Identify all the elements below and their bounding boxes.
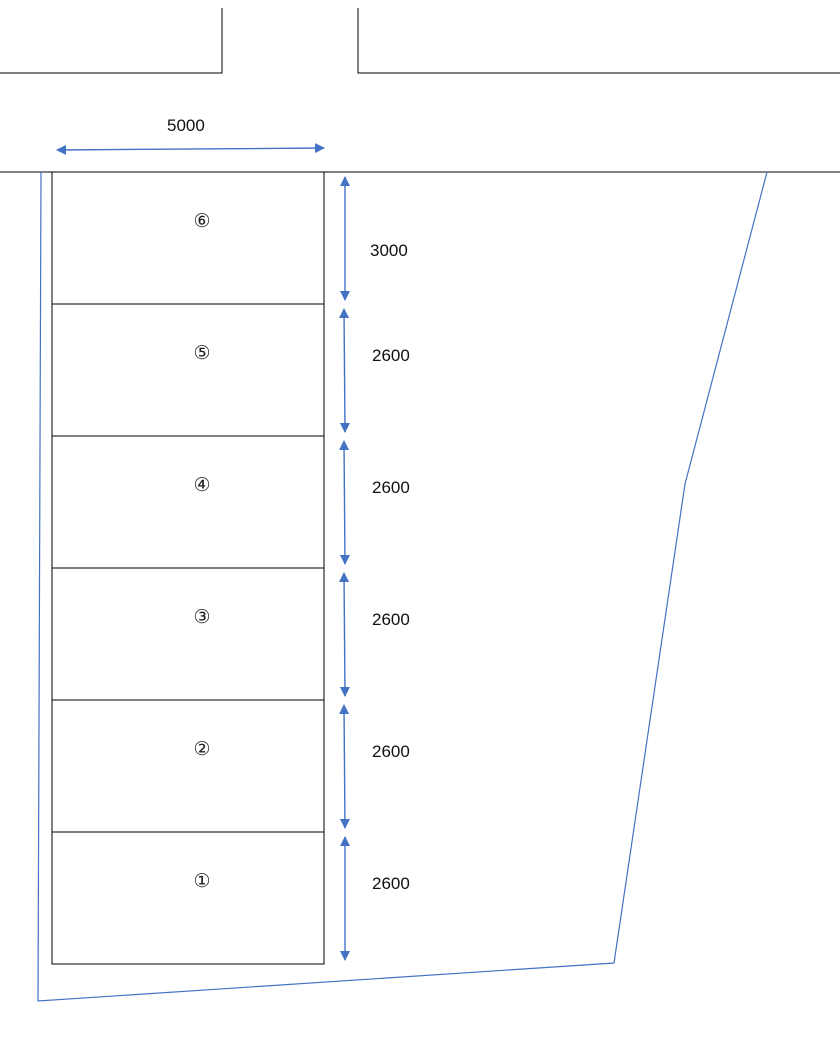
width-dimension-arrow: [56, 143, 325, 155]
lot-rect: [51, 303, 325, 437]
top-right-building-outline: [357, 8, 840, 74]
depth-dimension-label: 2600: [372, 478, 410, 497]
depth-dimension-arrow: [339, 308, 350, 433]
depth-dimension-arrow: [339, 440, 350, 565]
lot-rect: [51, 699, 325, 833]
depth-arrows-group: [339, 176, 350, 961]
lot-rect: [51, 567, 325, 701]
depth-dimension-label: 2600: [372, 610, 410, 629]
depth-dimension-label: 3000: [370, 241, 408, 260]
lot-number-label: ③: [193, 606, 211, 628]
site-boundary: [37, 171, 768, 1002]
lots-group: [51, 171, 325, 965]
depth-dimension-label: 2600: [372, 346, 410, 365]
lot-rect: [51, 831, 325, 965]
depth-dimension-label: 2600: [372, 742, 410, 761]
lot-rect: [51, 171, 325, 305]
width-dimension-label: 5000: [167, 116, 205, 135]
depth-dimension-arrow: [339, 704, 350, 829]
lot-number-label: ⑥: [193, 210, 211, 232]
lot-number-label: ④: [193, 474, 211, 496]
top-left-building-outline: [0, 8, 223, 74]
lot-number-label: ①: [193, 870, 211, 892]
lot-rect: [51, 435, 325, 569]
depth-dimension-arrow: [339, 572, 350, 697]
depth-dimension-label: 2600: [372, 874, 410, 893]
lot-number-label: ②: [193, 738, 211, 760]
lot-number-label: ⑤: [193, 342, 211, 364]
